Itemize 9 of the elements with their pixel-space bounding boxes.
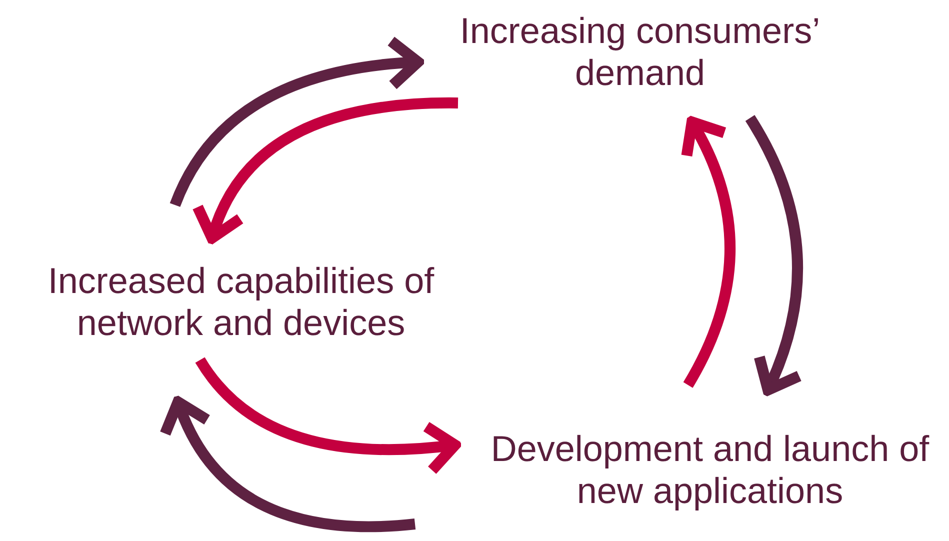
node-label: Increased capabilities of network and devices <box>46 260 436 344</box>
node-label: Development and launch of new applications <box>490 428 930 512</box>
curved-arrow <box>195 356 460 476</box>
curved-arrow <box>745 115 804 396</box>
curved-arrow <box>194 98 458 244</box>
node-label: Increasing consumers’ demand <box>458 10 822 94</box>
curved-arrow <box>161 396 416 532</box>
curved-arrow <box>680 116 736 388</box>
curved-arrow <box>170 36 424 208</box>
